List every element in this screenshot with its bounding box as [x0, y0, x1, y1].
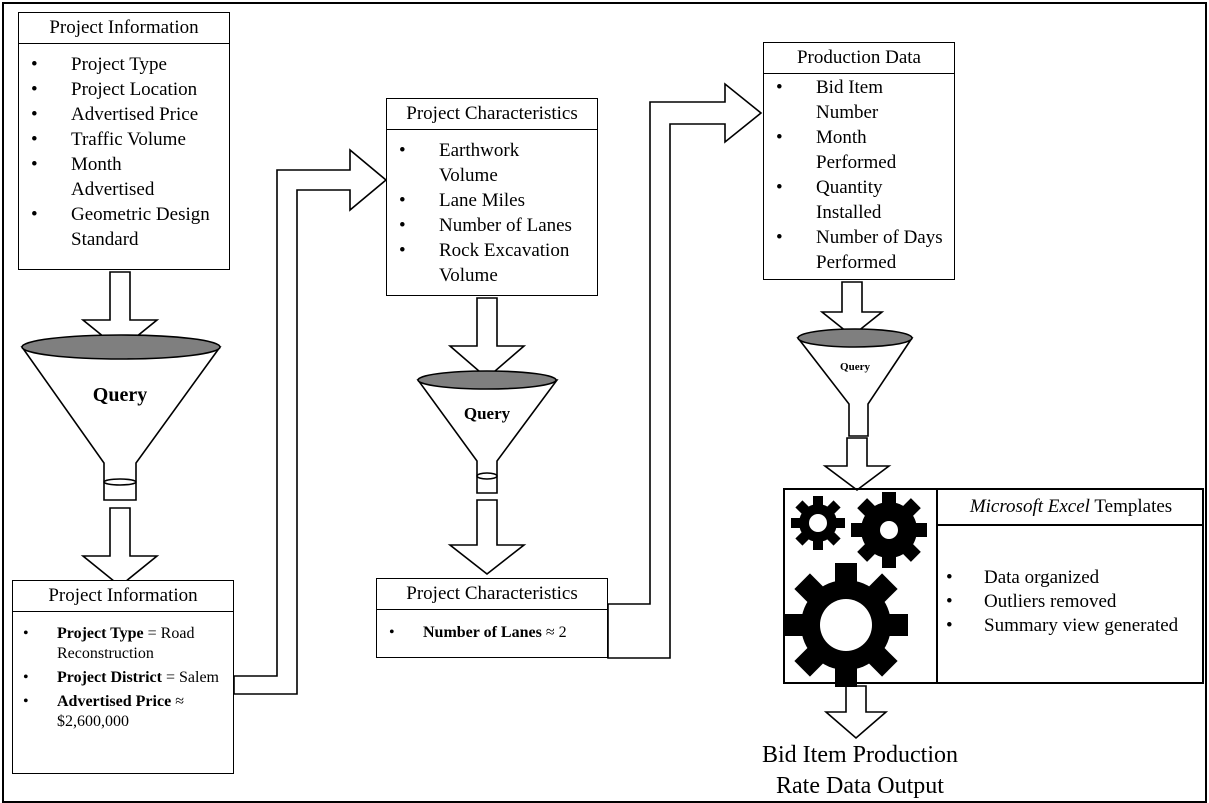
list-item: •Project Type — [31, 54, 167, 75]
list-item: •Project District = Salem — [23, 669, 219, 686]
list-item: •Outliers removed — [946, 591, 1117, 612]
excel-divider — [936, 488, 938, 684]
funnel-1 — [20, 346, 222, 501]
list-item: •Bid Item Number — [776, 77, 884, 123]
list-item: •Rock Excavation Volume — [399, 240, 570, 286]
excel-templates-panel — [783, 488, 1204, 684]
excel-title-rule — [936, 524, 1204, 526]
project-information-result-box: Project Information •Project Type = Road… — [12, 580, 234, 774]
funnel-3 — [796, 337, 914, 437]
list-item: •Project Location — [31, 79, 198, 100]
box-title: Project Characteristics — [387, 99, 597, 130]
list-item: •Number of Lanes ≈ 2 — [389, 624, 567, 641]
list-item: •Number of Days Performed — [776, 227, 943, 273]
down-arrow-7 — [823, 685, 889, 740]
list-item: •Advertised Price ≈ $2,600,000 — [23, 693, 184, 730]
list-item: •Data organized — [946, 567, 1100, 588]
list-item: •Earthwork Volume — [399, 140, 520, 186]
box-title: Production Data — [764, 43, 954, 74]
list-item: •Month Performed — [776, 127, 897, 173]
query-label: Query — [463, 404, 511, 423]
excel-title: Microsoft Excel Templates — [969, 496, 1173, 517]
list-item: •Summary view generated — [946, 615, 1179, 636]
production-data-box: Production Data •Bid Item Number •Month … — [763, 42, 955, 280]
elbow-arrow-2 — [607, 82, 763, 659]
project-characteristics-result-box: Project Characteristics •Number of Lanes… — [376, 578, 608, 658]
output-title: Bid Item Production Rate Data Output — [762, 742, 958, 799]
gear-icon — [784, 492, 927, 687]
list-item: •Advertised Price — [31, 104, 199, 125]
box-title: Project Information — [13, 581, 233, 612]
list-item: •Quantity Installed — [776, 177, 883, 223]
project-information-box: Project Information •Project Type •Proje… — [18, 12, 230, 270]
down-arrow-5 — [819, 281, 885, 338]
box-title: Project Information — [19, 13, 229, 44]
elbow-arrow-1 — [233, 148, 388, 695]
list-item: •Lane Miles — [399, 190, 526, 211]
query-label: Query — [840, 361, 870, 373]
list-item: •Number of Lanes — [399, 215, 572, 236]
down-arrow-6 — [822, 437, 892, 491]
excel-steps-list: •Data organized •Outliers removed •Summa… — [938, 566, 1204, 638]
box-title: Project Characteristics — [377, 579, 607, 610]
funnel-2 — [416, 379, 559, 494]
down-arrow-2 — [80, 507, 160, 588]
down-arrow-3 — [447, 297, 527, 380]
list-item: •Month Advertised — [31, 154, 155, 200]
list-item: •Geometric Design Standard — [31, 204, 210, 250]
query-label: Query — [92, 384, 148, 406]
project-characteristics-box: Project Characteristics •Earthwork Volum… — [386, 98, 598, 296]
list-item: •Traffic Volume — [31, 129, 186, 150]
list-item: •Project Type = Road Reconstruction — [23, 625, 195, 662]
down-arrow-4 — [447, 499, 527, 576]
